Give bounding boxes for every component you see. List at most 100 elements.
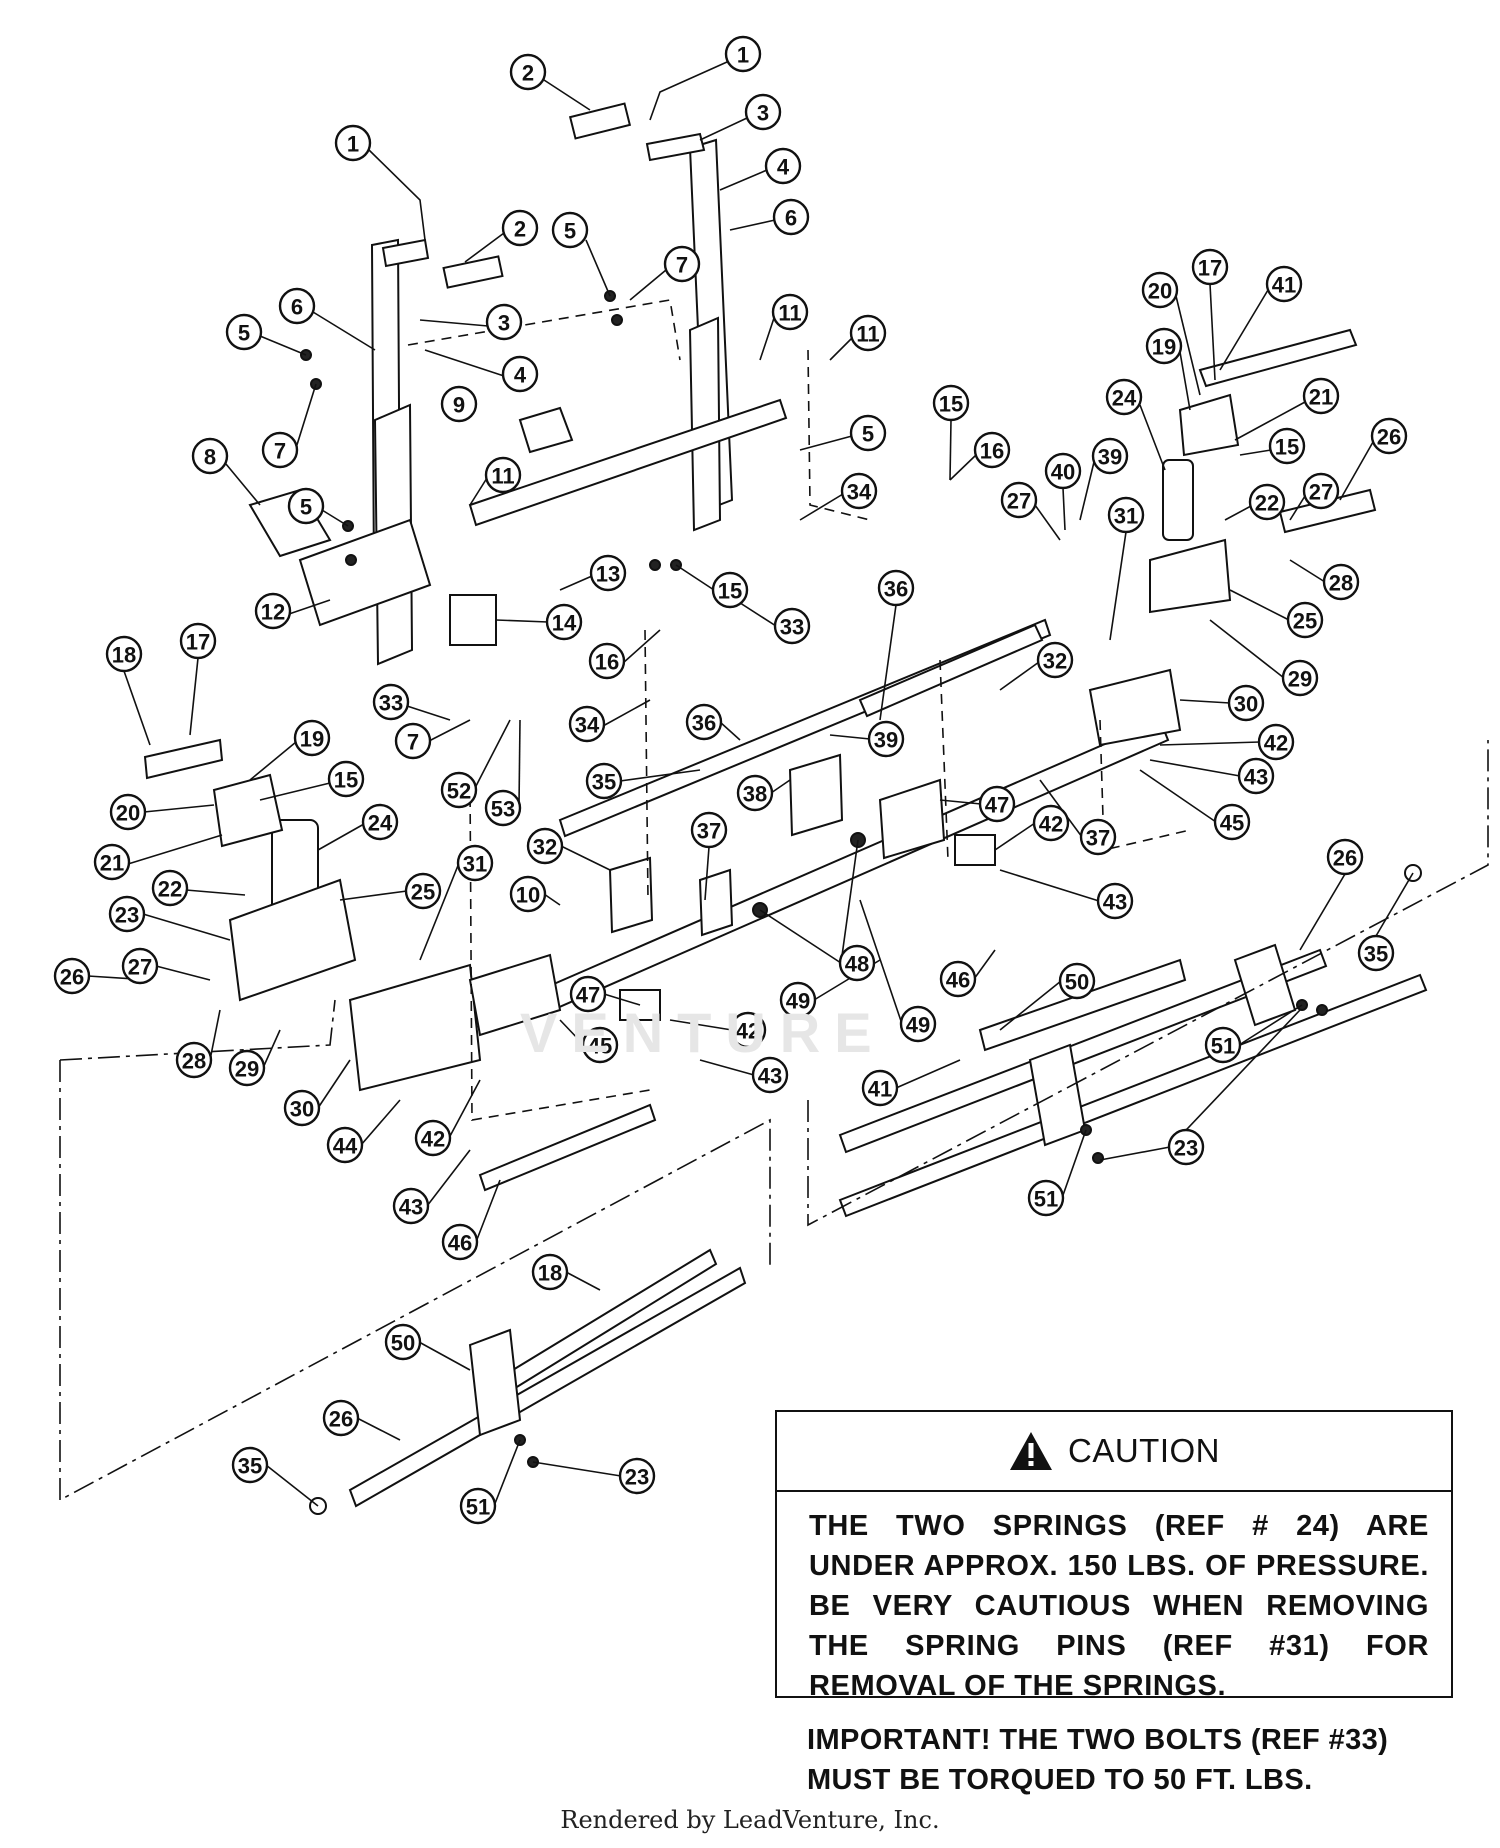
caution-body: THE TWO SPRINGS (REF # 24) ARE UNDER APP… (777, 1492, 1451, 1706)
callout-circle (867, 720, 905, 758)
callout-41: 41 (1265, 265, 1303, 303)
callout-number: 23 (115, 903, 139, 928)
callout-number: 17 (186, 630, 210, 655)
callout-number: 35 (592, 770, 616, 795)
callout-number: 22 (1255, 491, 1279, 516)
callout-number: 16 (980, 439, 1004, 464)
callout-11: 11 (771, 293, 809, 331)
callout-number: 1 (347, 132, 359, 157)
callout-14: 14 (545, 603, 583, 641)
callout-circle (545, 603, 583, 641)
callout-number: 5 (564, 219, 576, 244)
callout-3: 3 (744, 93, 782, 131)
callout-1: 1 (724, 35, 762, 73)
callout-51: 51 (1027, 1179, 1065, 1217)
callout-circle (589, 554, 627, 592)
callout-28: 28 (1322, 563, 1360, 601)
callout-circle (1091, 437, 1129, 475)
callout-26: 26 (53, 957, 91, 995)
callout-circle (588, 642, 626, 680)
top-grip-right (645, 132, 706, 162)
center-plate-c (878, 778, 946, 860)
callout-circle (322, 1399, 360, 1437)
callout-number: 5 (238, 321, 250, 346)
center-plate-b (698, 868, 734, 937)
nut-g (649, 559, 661, 571)
caution-line: UNDER APPROX. 150 LBS. OF PRESSURE. (809, 1550, 1429, 1582)
callout-number: 13 (596, 562, 620, 587)
callout-circle (327, 760, 365, 798)
callout-51: 51 (1204, 1026, 1242, 1064)
callout-circle (109, 793, 147, 831)
callout-circle (585, 762, 623, 800)
center-plate-a (608, 856, 654, 934)
callout-circle (1265, 265, 1303, 303)
callout-6: 6 (278, 287, 316, 325)
callout-42: 42 (1032, 804, 1070, 842)
callout-circle (93, 843, 131, 881)
callout-number: 37 (697, 819, 721, 844)
top-grip-left (381, 238, 430, 268)
callout-number: 31 (463, 852, 487, 877)
callout-12: 12 (254, 592, 292, 630)
callout-number: 51 (1211, 1034, 1235, 1059)
caution-header: CAUTION (777, 1412, 1451, 1492)
callout-circle (1107, 496, 1145, 534)
callout-number: 1 (737, 43, 749, 68)
callout-27: 27 (121, 947, 159, 985)
callout-number: 4 (514, 363, 527, 388)
callout-circle (779, 981, 817, 1019)
callout-number: 50 (1065, 970, 1089, 995)
callout-20: 20 (109, 793, 147, 831)
callout-number: 19 (300, 727, 324, 752)
dashed-guide-5 (469, 779, 651, 1121)
callout-46: 46 (441, 1223, 479, 1261)
rake-plate-right-2 (1233, 943, 1297, 1027)
callout-circle (861, 1069, 899, 1107)
callout-circle (772, 198, 810, 236)
callout-number: 18 (538, 1261, 562, 1286)
callout-22: 22 (151, 869, 189, 907)
callout-27: 27 (1000, 481, 1038, 519)
callout-circle (899, 1005, 937, 1043)
callout-2: 2 (501, 209, 539, 247)
left-axle-rod (478, 1103, 657, 1192)
callout-number: 47 (985, 793, 1009, 818)
callout-circle (361, 803, 399, 841)
callout-number: 23 (625, 1465, 649, 1490)
important-line: IMPORTANT! THE TWO BOLTS (REF #33) (807, 1724, 1389, 1756)
left-base-plate (298, 518, 432, 627)
callout-circle (1027, 1179, 1065, 1217)
callout-circle (1281, 659, 1319, 697)
callout-circle (1322, 563, 1360, 601)
callout-circle (729, 1011, 767, 1049)
callout-circle (840, 472, 878, 510)
left-arm-tube (143, 738, 224, 780)
callout-number: 36 (692, 711, 716, 736)
callout-45: 45 (1213, 803, 1251, 841)
callout-number: 35 (1364, 942, 1388, 967)
callout-number: 2 (522, 61, 534, 86)
callout-34: 34 (568, 705, 606, 743)
callout-circle (283, 1089, 321, 1127)
callout-5: 5 (551, 211, 589, 249)
callout-circle (440, 385, 478, 423)
callout-number: 7 (407, 730, 419, 755)
callout-circle (261, 431, 299, 469)
callout-circle (849, 414, 887, 452)
grip-tube-left (442, 255, 504, 289)
left-foot-bracket (248, 488, 332, 558)
callout-37: 37 (690, 811, 728, 849)
important-note: IMPORTANT! THE TWO BOLTS (REF #33) MUST … (807, 1720, 1447, 1800)
callout-number: 14 (552, 611, 577, 636)
callout-number: 28 (182, 1049, 206, 1074)
callout-number: 22 (158, 877, 182, 902)
nut-l (1092, 1152, 1104, 1164)
callout-number: 20 (116, 801, 140, 826)
dashed-guide-2 (807, 349, 871, 521)
rake-bar-right-a (838, 948, 1328, 1154)
callout-circle (484, 789, 522, 827)
callout-number: 50 (391, 1331, 415, 1356)
callout-circle (484, 456, 522, 494)
warning-triangle-icon (1010, 1432, 1052, 1470)
